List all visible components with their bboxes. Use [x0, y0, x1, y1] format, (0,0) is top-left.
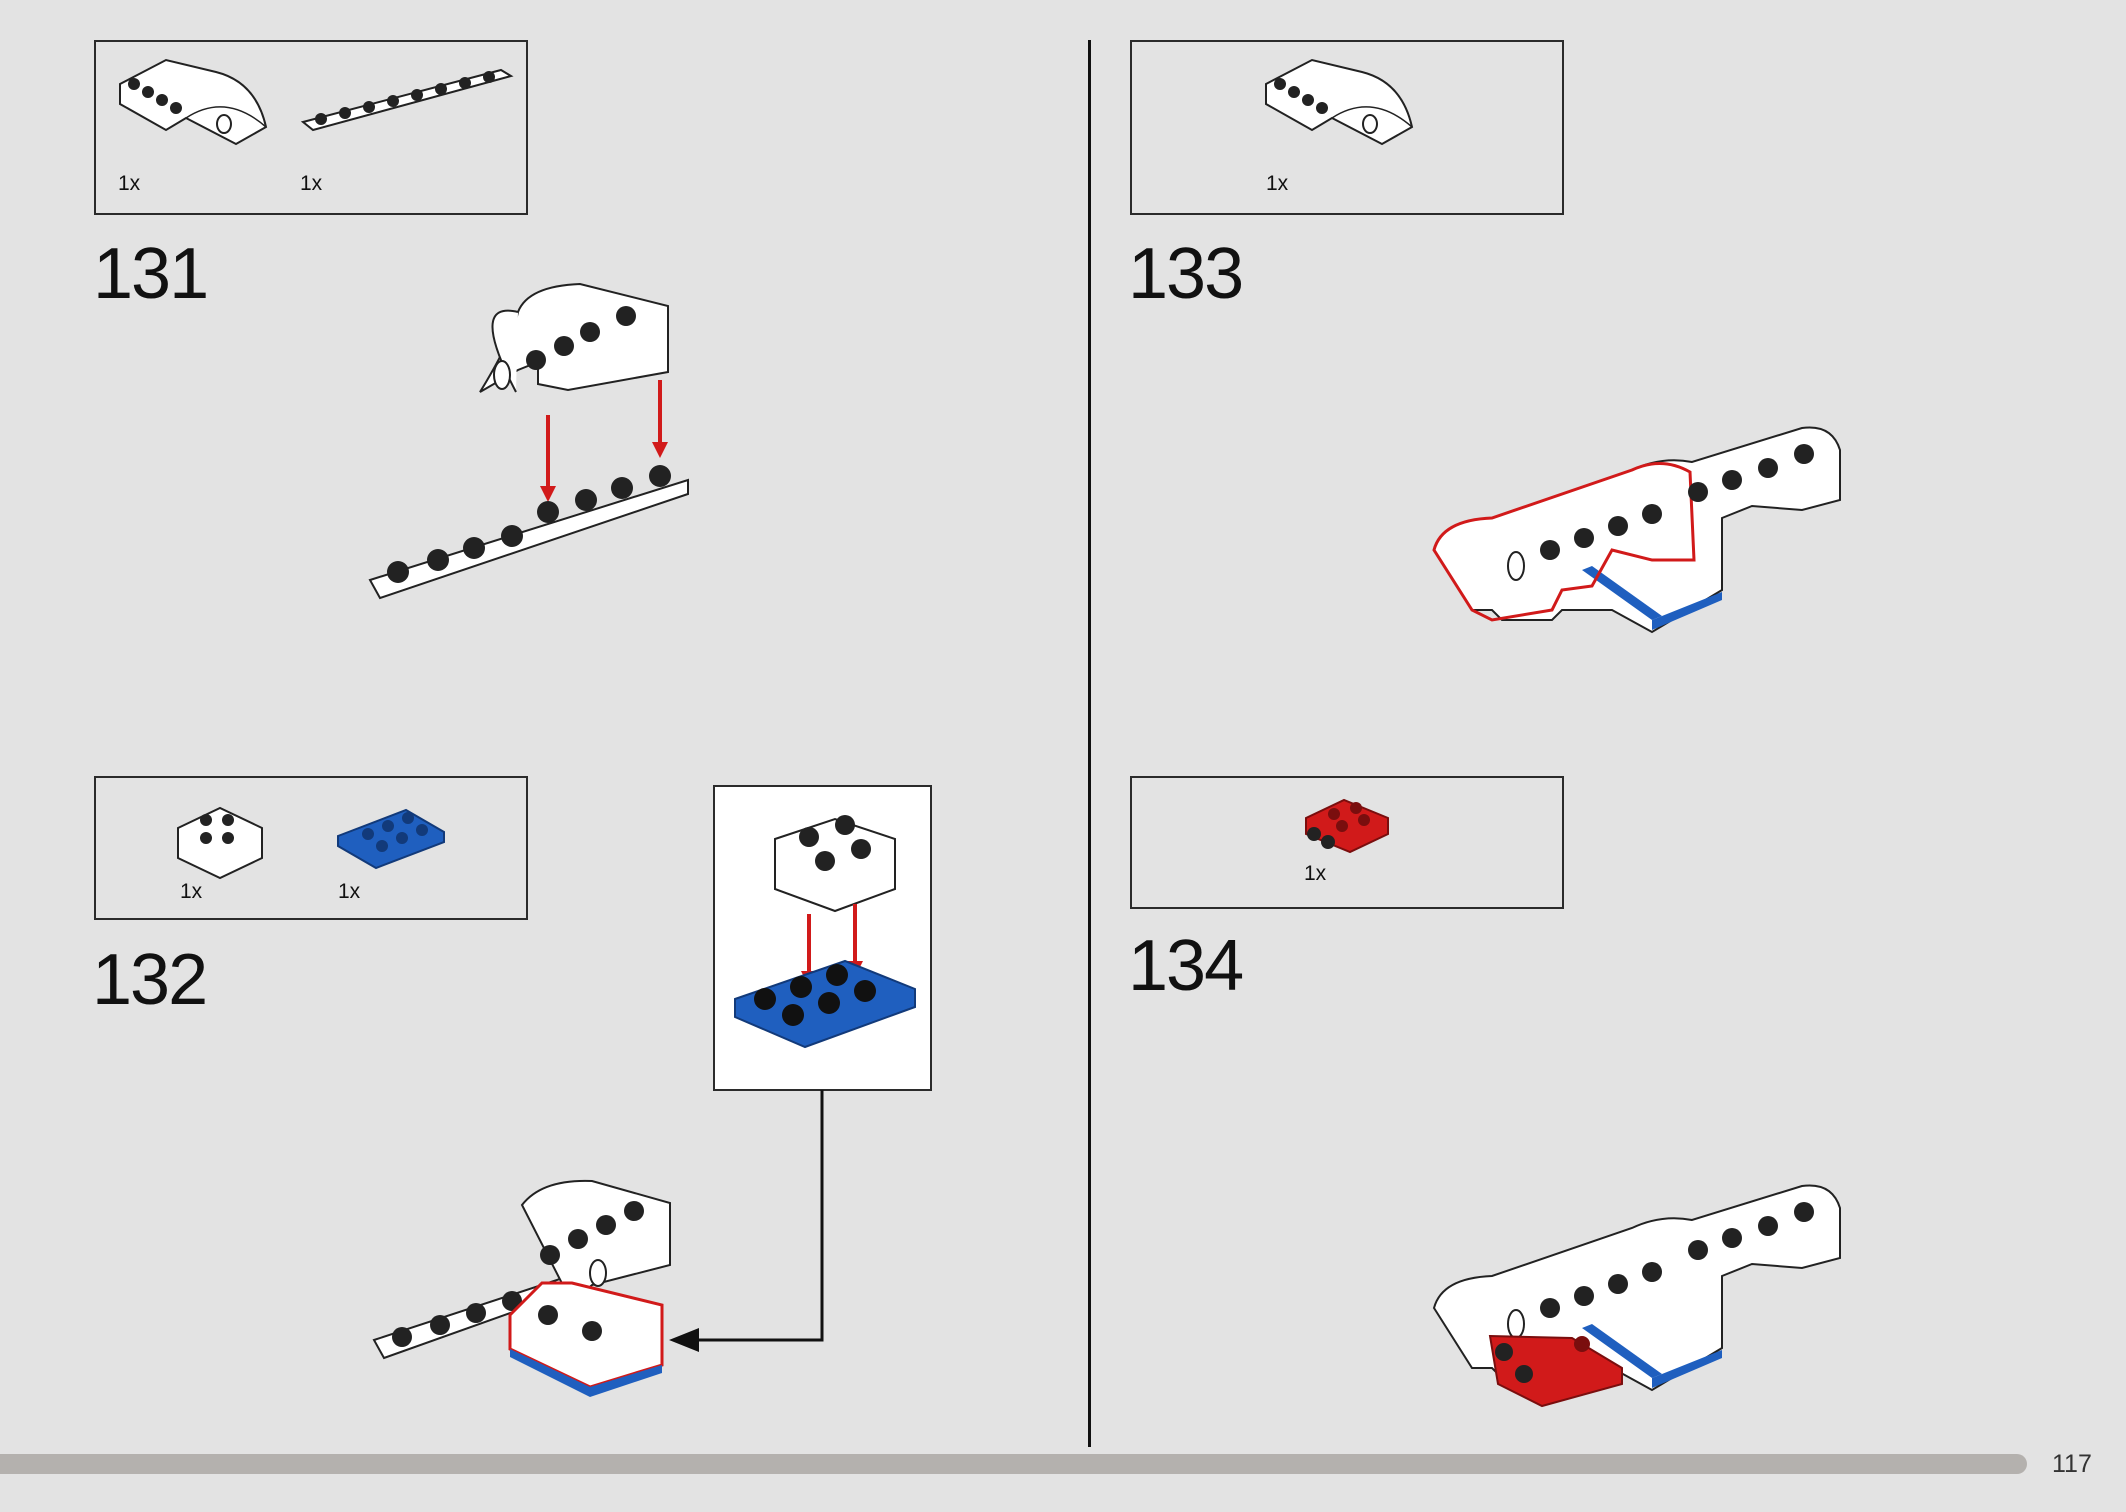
- sub-assembly-callout: [713, 785, 932, 1091]
- blue-plate-part-icon: [337, 808, 445, 870]
- page-number: 117: [2052, 1450, 2092, 1478]
- sub-assembly-illustration: [734, 815, 916, 1049]
- step-number: 132: [92, 940, 208, 1020]
- step-number: 131: [93, 234, 209, 314]
- step-134-assembly-illustration: [1432, 1184, 1841, 1408]
- part-quantity: 1x: [300, 172, 323, 195]
- red-pin-plate-part-icon: [1305, 798, 1389, 854]
- part-quantity: 1x: [118, 172, 141, 195]
- curved-slope-part-icon: [119, 58, 268, 146]
- progress-bar: [0, 1454, 2027, 1474]
- parts-box-step-134: 1x: [1130, 776, 1564, 909]
- step-131-assembly-illustration: [368, 282, 689, 600]
- parts-box-step-132: 1x 1x: [94, 776, 528, 920]
- curved-slope-part-icon: [1265, 58, 1414, 146]
- long-plate-part-icon: [300, 68, 514, 132]
- step-133-assembly-illustration: [1432, 426, 1841, 634]
- part-quantity: 1x: [1266, 172, 1289, 195]
- step-132-assembly-illustration: [372, 1179, 671, 1397]
- step-number: 133: [1128, 234, 1244, 314]
- page-divider: [1088, 40, 1091, 1447]
- part-quantity: 1x: [1304, 862, 1327, 885]
- parts-box-step-131: 1x 1x: [94, 40, 528, 215]
- callout-leader-line: [669, 1090, 824, 1352]
- white-brick-part-icon: [177, 806, 263, 880]
- part-quantity: 1x: [180, 880, 203, 903]
- part-quantity: 1x: [338, 880, 361, 903]
- parts-box-step-133: 1x: [1130, 40, 1564, 215]
- step-number: 134: [1128, 926, 1244, 1006]
